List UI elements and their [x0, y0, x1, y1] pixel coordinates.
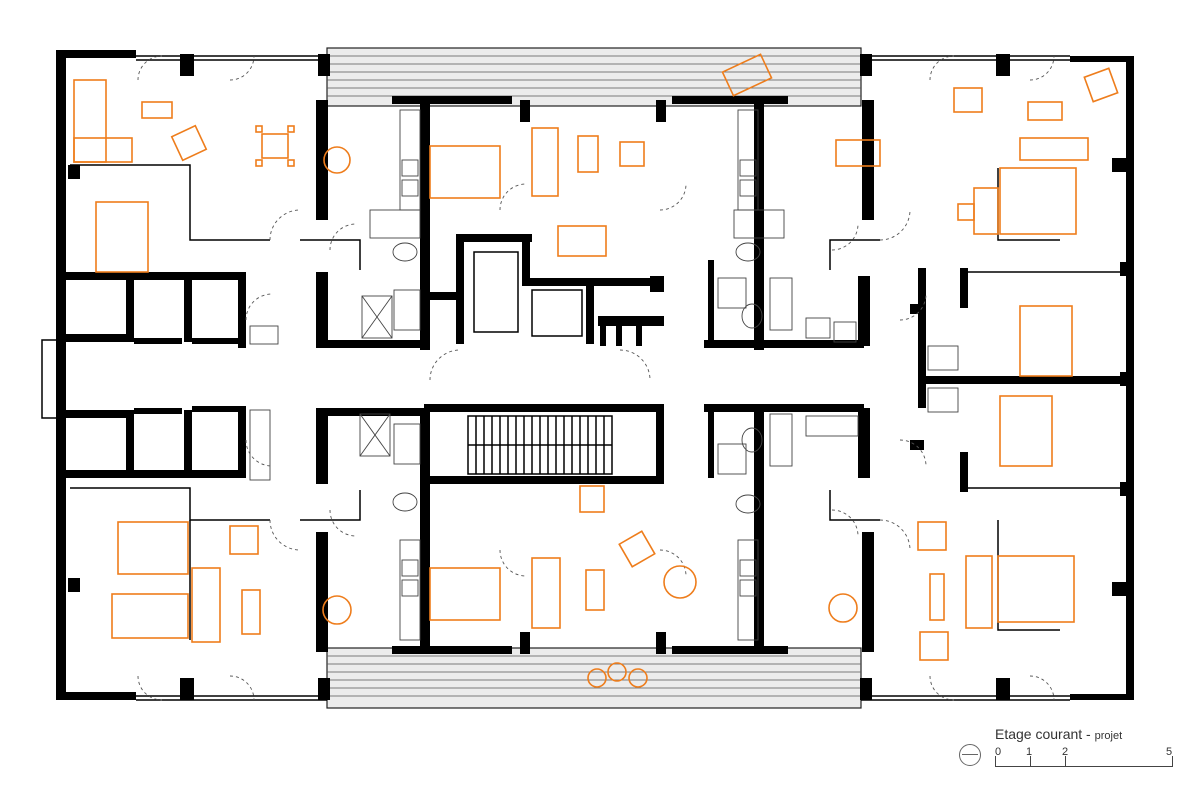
scale-tick — [1065, 756, 1066, 766]
plan-title: Etage courant - projet — [995, 726, 1122, 742]
scale-label-0: 0 — [994, 746, 1002, 758]
scale-bar: 0 1 2 5 — [995, 746, 1173, 767]
central-core — [392, 96, 788, 654]
scale-tick — [995, 756, 996, 766]
plan-legend: Etage courant - projet 0 1 2 5 — [955, 724, 1185, 774]
left-wing-closets — [41, 272, 279, 481]
interior-partitions — [70, 100, 1134, 652]
door-swings — [137, 55, 1055, 701]
scale-label-1: 1 — [1025, 746, 1033, 758]
plan-title-main: Etage courant — [995, 726, 1083, 742]
plan-title-separator: - — [1082, 726, 1095, 742]
scale-label-2: 2 — [1061, 746, 1069, 758]
furniture — [73, 53, 1119, 688]
scale-tick — [1030, 756, 1031, 766]
scale-label-5: 5 — [1165, 746, 1173, 758]
exterior-walls — [56, 50, 1134, 701]
plan-title-sub: projet — [1094, 730, 1123, 742]
bathroom-fixtures — [359, 109, 959, 641]
balcony-bottom — [326, 647, 862, 709]
staircase — [467, 415, 613, 475]
scale-tick — [1172, 756, 1173, 766]
north-arrow-icon — [959, 744, 981, 766]
